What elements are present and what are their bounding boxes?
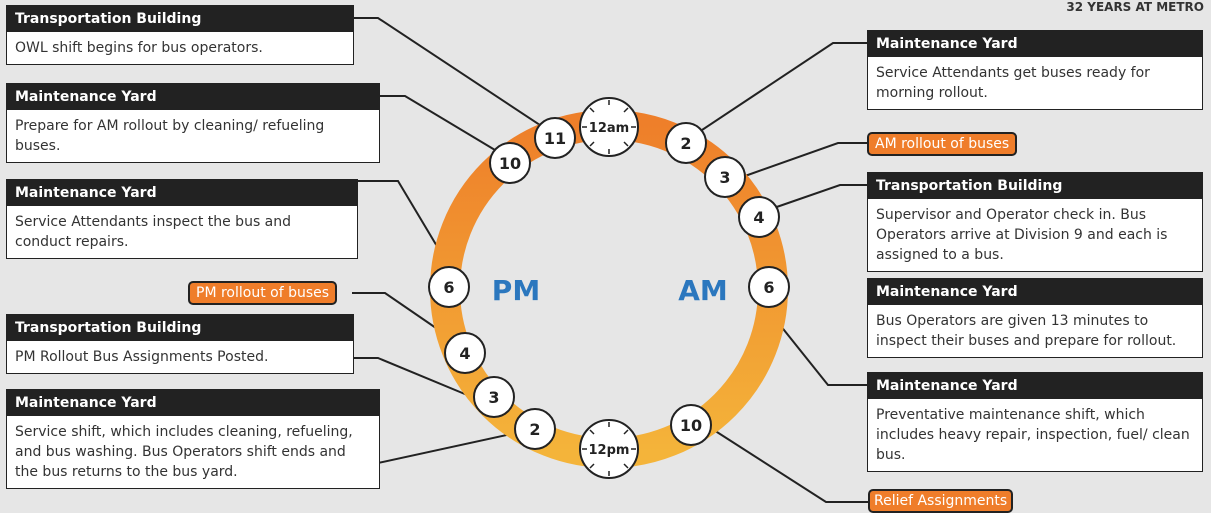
hour-marker-2-pm: 2 bbox=[529, 420, 540, 439]
connector-line bbox=[744, 142, 867, 177]
connector-line bbox=[352, 17, 553, 134]
clock-12am-label: 12am bbox=[589, 121, 629, 136]
event-box-owl-shift: Transportation Building OWL shift begins… bbox=[6, 5, 354, 65]
event-box-am-prep: Maintenance Yard Prepare for AM rollout … bbox=[6, 83, 380, 163]
box-body: Service Attendants inspect the bus and c… bbox=[15, 214, 292, 250]
connector-line bbox=[352, 357, 473, 398]
connector-lines bbox=[352, 17, 868, 503]
clock-icon bbox=[579, 419, 639, 479]
connector-line bbox=[352, 292, 453, 340]
event-box-inspect-repairs: Maintenance Yard Service Attendants insp… bbox=[6, 179, 358, 259]
connector-line bbox=[356, 180, 448, 264]
box-header: Maintenance Yard bbox=[868, 31, 1202, 57]
box-body: Supervisor and Operator check in. Bus Op… bbox=[876, 207, 1168, 263]
connector-line bbox=[767, 184, 867, 211]
event-box-service-shift: Maintenance Yard Service shift, which in… bbox=[6, 389, 380, 489]
connector-line bbox=[378, 95, 501, 154]
box-body: Service Attendants get buses ready for m… bbox=[876, 65, 1150, 101]
am-label: AM bbox=[678, 274, 728, 307]
relief-assignments-pill: Relief Assignments bbox=[868, 489, 1014, 513]
hour-marker-10-pm: 10 bbox=[499, 154, 521, 173]
clock-icon bbox=[579, 97, 639, 157]
connector-line bbox=[705, 424, 868, 503]
box-header: Maintenance Yard bbox=[868, 373, 1202, 399]
hour-marker-3-pm: 3 bbox=[488, 388, 499, 407]
box-header: Transportation Building bbox=[7, 6, 353, 32]
clock-12am: 12am bbox=[579, 97, 639, 157]
event-box-preventative: Maintenance Yard Preventative maintenanc… bbox=[867, 372, 1203, 472]
box-body: OWL shift begins for bus operators. bbox=[15, 40, 263, 56]
hour-marker-3-am: 3 bbox=[719, 168, 730, 187]
hour-marker-4-pm: 4 bbox=[459, 344, 470, 363]
box-body: Service shift, which includes cleaning, … bbox=[15, 424, 353, 480]
hour-marker-6-pm: 6 bbox=[443, 278, 454, 297]
clock-12pm: 12pm bbox=[579, 419, 639, 479]
pm-label: PM bbox=[492, 274, 540, 307]
box-body: PM Rollout Bus Assignments Posted. bbox=[15, 349, 269, 365]
box-header: Maintenance Yard bbox=[868, 279, 1202, 305]
box-header: Maintenance Yard bbox=[7, 180, 357, 206]
box-header: Maintenance Yard bbox=[7, 390, 379, 416]
box-body: Preventative maintenance shift, which in… bbox=[876, 407, 1190, 463]
connector-line bbox=[377, 430, 526, 464]
event-box-check-in: Transportation Building Supervisor and O… bbox=[867, 172, 1203, 272]
hour-marker-6-am: 6 bbox=[763, 278, 774, 297]
box-header: Transportation Building bbox=[868, 173, 1202, 199]
clock-12pm-label: 12pm bbox=[589, 443, 630, 458]
hour-marker-11: 11 bbox=[544, 129, 566, 148]
box-header: Transportation Building bbox=[7, 315, 353, 341]
pm-rollout-pill: PM rollout of buses bbox=[188, 281, 338, 305]
connector-line bbox=[701, 42, 867, 131]
event-box-inspect-buses: Maintenance Yard Bus Operators are given… bbox=[867, 278, 1203, 358]
event-box-morning-ready: Maintenance Yard Service Attendants get … bbox=[867, 30, 1203, 110]
box-header: Maintenance Yard bbox=[7, 84, 379, 110]
am-rollout-pill: AM rollout of buses bbox=[867, 132, 1018, 156]
hour-marker-10-am: 10 bbox=[680, 416, 702, 435]
box-body: Prepare for AM rollout by cleaning/ refu… bbox=[15, 118, 325, 154]
box-body: Bus Operators are given 13 minutes to in… bbox=[876, 313, 1177, 349]
hour-marker-2-am: 2 bbox=[680, 134, 691, 153]
page-title: 32 YEARS AT METRO bbox=[1066, 0, 1204, 14]
hour-marker-4-am: 4 bbox=[753, 208, 764, 227]
event-box-pm-assignments: Transportation Building PM Rollout Bus A… bbox=[6, 314, 354, 374]
